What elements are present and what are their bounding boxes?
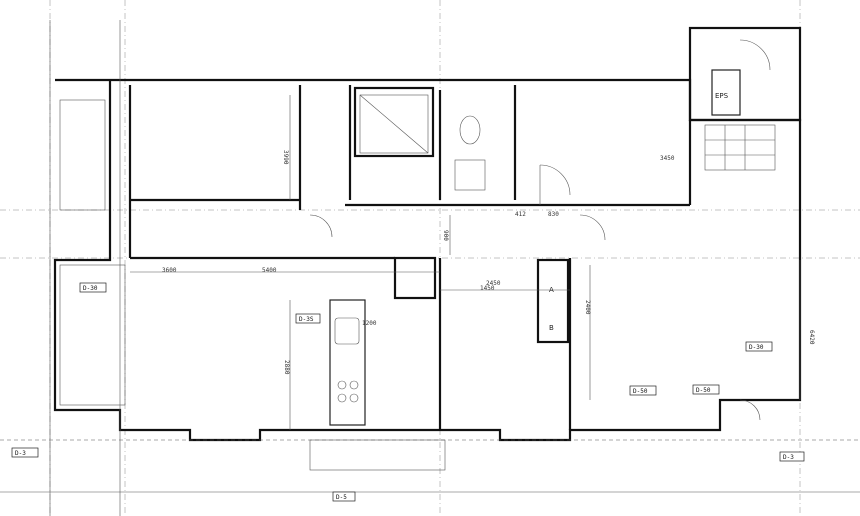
door-tag-8: D-3 [779, 451, 805, 462]
dim-3: 5400 [262, 267, 277, 274]
door-tag-6: D-3 [11, 447, 39, 458]
door-tag-4: D-50 [629, 385, 657, 396]
dim-2: 3600 [162, 267, 177, 274]
dim-11: 412 [515, 211, 526, 218]
kitchen-counter [329, 299, 366, 426]
eps-mark: EPS [715, 92, 729, 100]
svg-text:D-3: D-3 [783, 454, 794, 461]
dim-4: 2880 [283, 360, 290, 375]
dim-8: 6420 [808, 330, 815, 345]
dim-13: 1450 [480, 285, 495, 292]
door-tags: D-30 D-3S D-30 D-50 D-50 D-3 D-5 D-3 [11, 282, 805, 502]
dim-9: 3450 [660, 155, 675, 162]
mark-b: B [549, 324, 554, 332]
svg-text:D-30: D-30 [83, 285, 98, 292]
dim-12: 830 [548, 211, 559, 218]
dim-5: 1200 [362, 320, 377, 327]
bath-fixtures [359, 94, 486, 191]
dimension-labels: 3990 3600 5400 2880 1200 2400 900 6420 3… [162, 150, 815, 375]
door-tag-5: D-50 [692, 384, 720, 395]
svg-text:D-3S: D-3S [299, 316, 314, 323]
exterior-walls [53, 26, 802, 442]
mark-a: A [549, 286, 554, 294]
dim-7: 900 [442, 230, 449, 241]
dim-1: 3990 [282, 150, 289, 165]
marks: EPS A B [549, 92, 729, 332]
dim-10: 2450 [486, 280, 501, 287]
door-tag-7: D-5 [332, 491, 356, 502]
svg-text:D-3: D-3 [15, 450, 26, 457]
door-tag-3: D-30 [745, 341, 773, 352]
door-tag-2: D-3S [295, 313, 321, 324]
svg-text:D-30: D-30 [749, 344, 764, 351]
svg-text:D-5: D-5 [336, 494, 347, 501]
dimension-lines [49, 20, 801, 516]
door-tag-1: D-30 [79, 282, 107, 293]
door-swings [309, 39, 771, 421]
dim-6: 2400 [584, 300, 591, 315]
svg-text:D-50: D-50 [633, 388, 648, 395]
interior-walls [59, 85, 692, 430]
hatch-area [704, 69, 776, 171]
svg-text:D-50: D-50 [696, 387, 711, 394]
balcony [0, 439, 860, 493]
